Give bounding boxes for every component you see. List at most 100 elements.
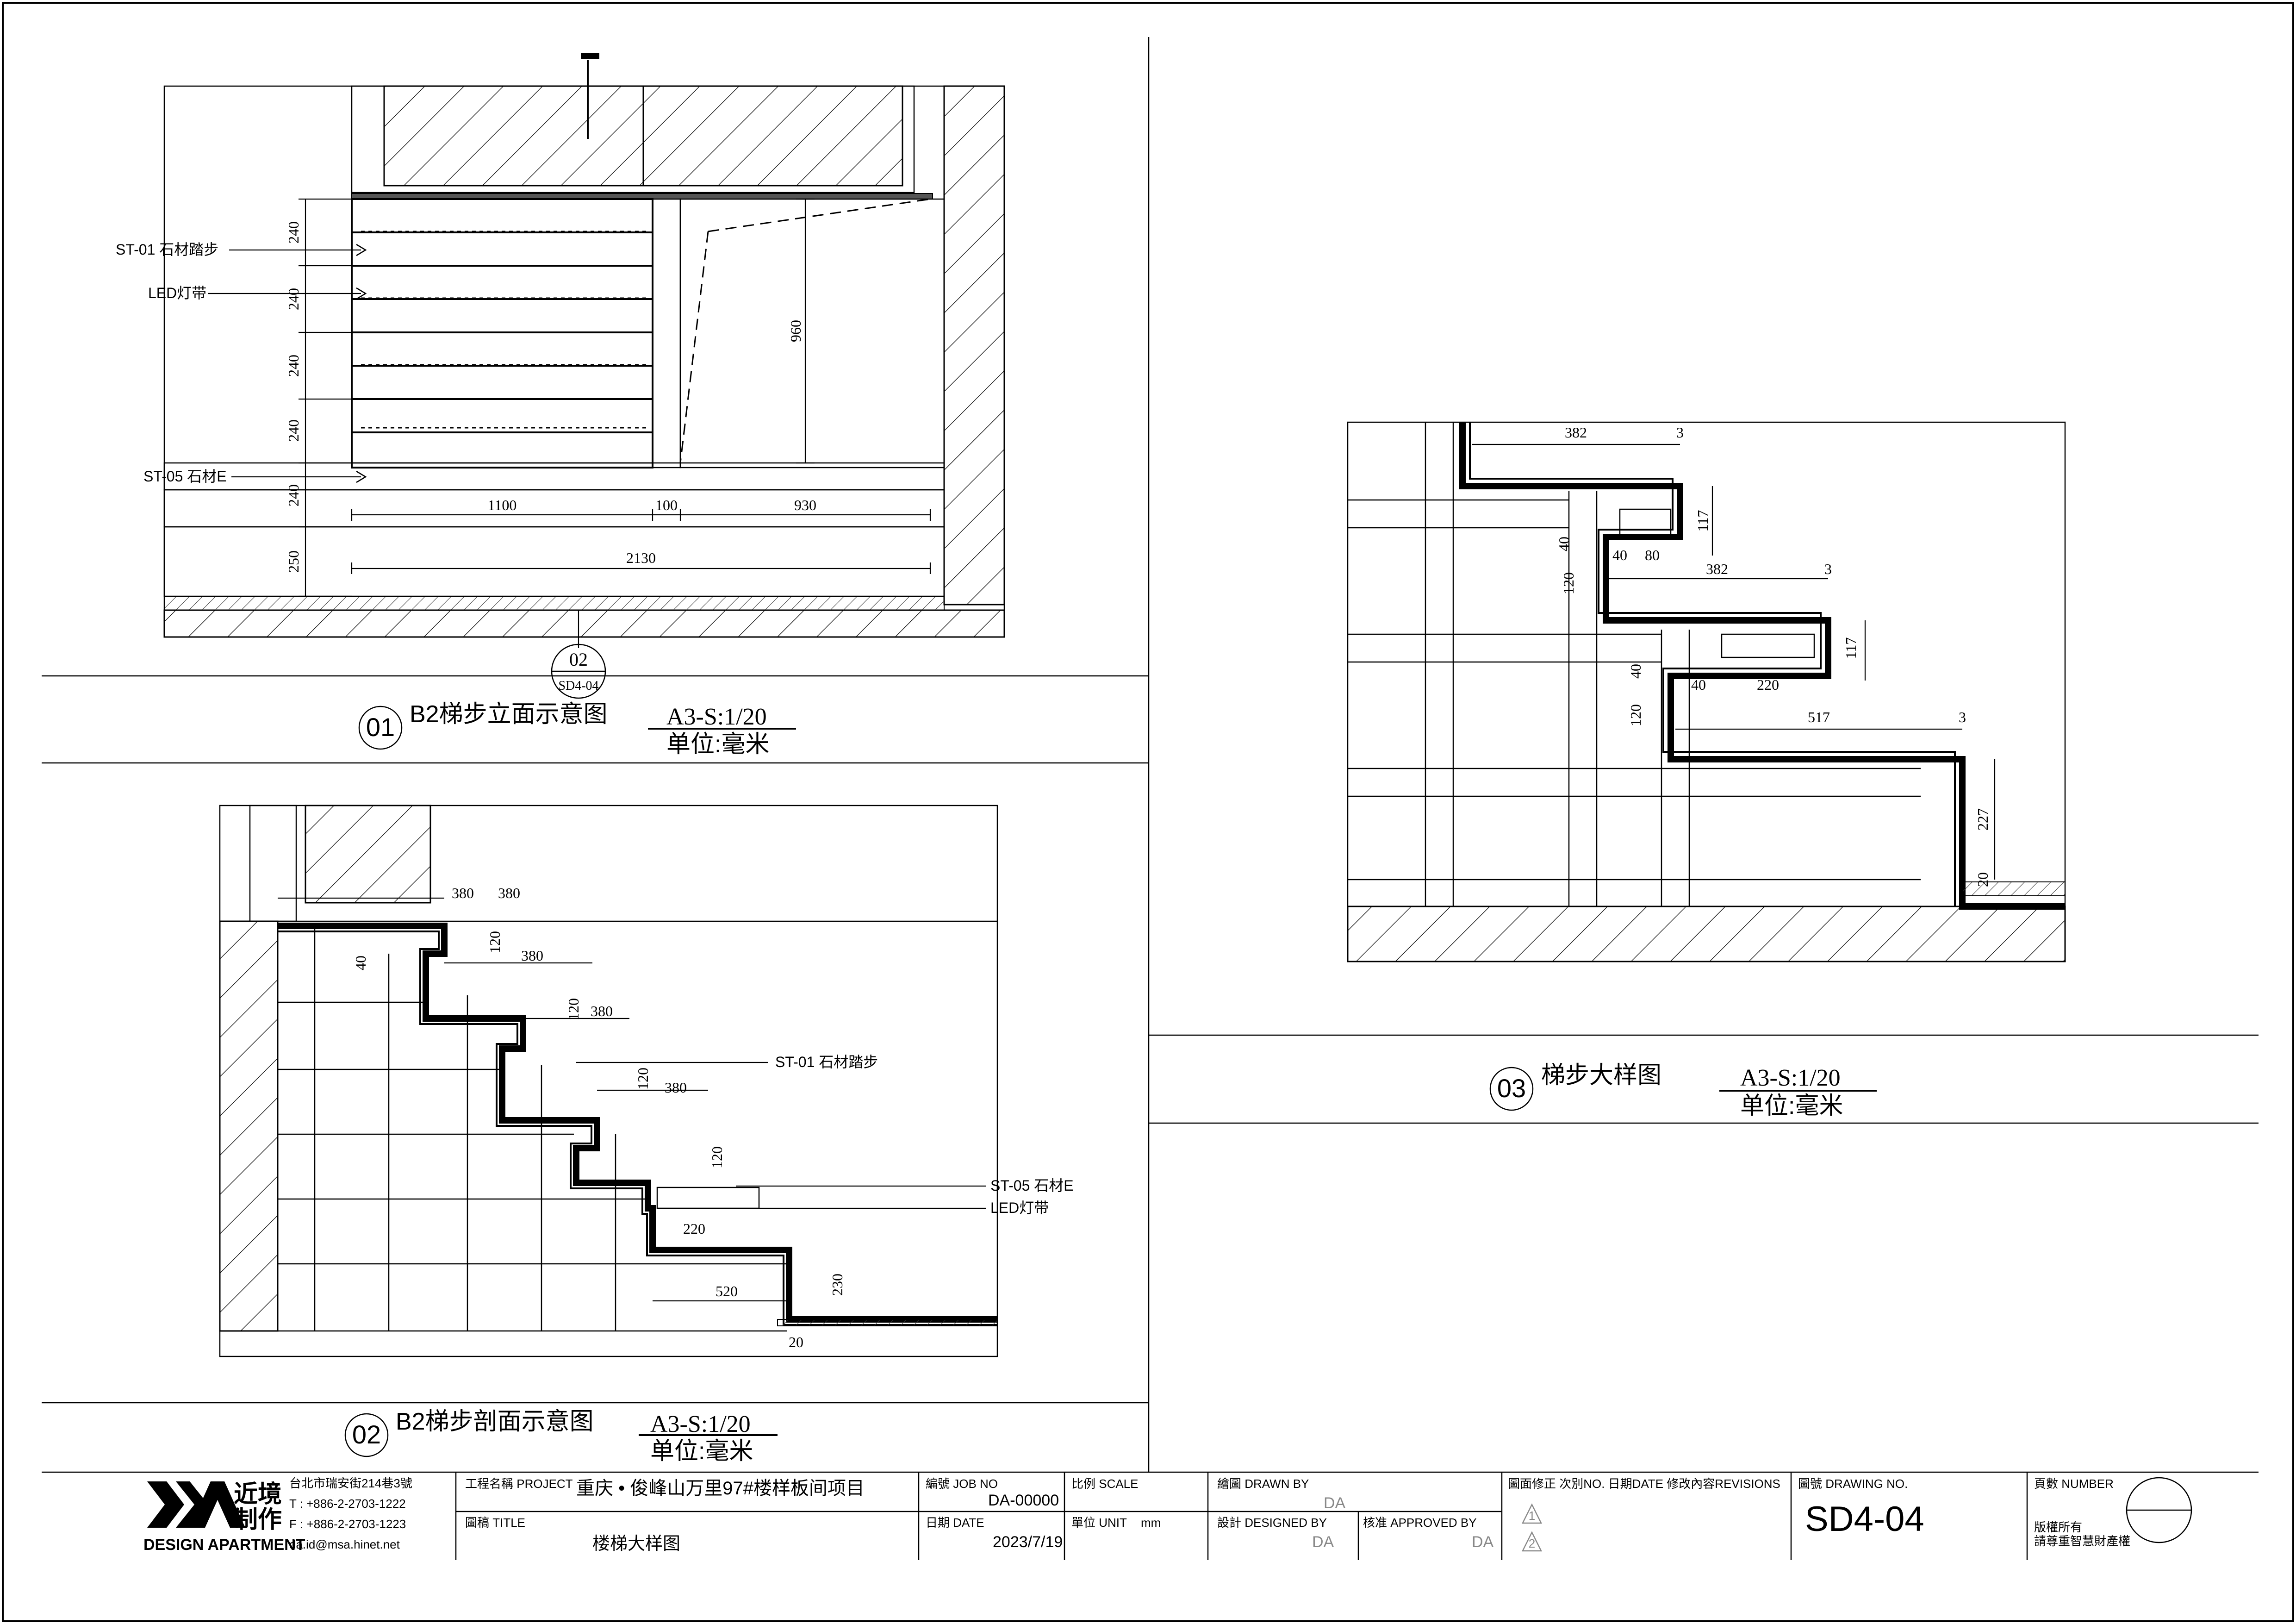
drawing-no-label: 圖號 DRAWING NO. bbox=[1798, 1477, 1908, 1491]
copyright-line-2: 請尊重智慧財產權 bbox=[2034, 1534, 2130, 1548]
det-dim-40-d: 40 bbox=[1691, 676, 1706, 693]
det-dim-117-b: 117 bbox=[1842, 637, 1859, 659]
drawing-01-unit: 单位:毫米 bbox=[666, 731, 769, 758]
drawing-03-scale: A3-S:1/20 bbox=[1740, 1065, 1841, 1091]
drawing-01-scale: A3-S:1/20 bbox=[666, 704, 767, 730]
company-address: 台北市瑞安街214巷3號 bbox=[289, 1476, 412, 1490]
copyright-line-1: 版權所有 bbox=[2034, 1520, 2082, 1534]
designed-by-value: DA bbox=[1312, 1533, 1334, 1551]
company-tel: T : +886-2-2703-1222 bbox=[289, 1497, 406, 1511]
drawing-01-elevation: 240 240 240 240 240 250 960 1100 100 930… bbox=[116, 53, 1005, 758]
drawing-no-value: SD4-04 bbox=[1805, 1499, 1924, 1539]
sec-dim-380-2: 380 bbox=[521, 947, 543, 964]
det-dim-120-a: 120 bbox=[1560, 572, 1577, 594]
approved-by-label: 核准 APPROVED BY bbox=[1363, 1516, 1477, 1530]
project-label: 工程名稱 PROJECT bbox=[465, 1477, 573, 1491]
section-mark-number: 02 bbox=[569, 649, 588, 670]
logo-text-en: DESIGN APARTMENT bbox=[143, 1536, 305, 1554]
elev-dim-960: 960 bbox=[787, 320, 804, 342]
sec-callout-led: LED灯带 bbox=[990, 1199, 1049, 1216]
sec-dim-520: 520 bbox=[716, 1283, 738, 1299]
logo-text-cn-1: 近境 bbox=[234, 1481, 282, 1508]
unit-value: mm bbox=[1141, 1516, 1161, 1530]
date-label: 日期 DATE bbox=[926, 1516, 984, 1530]
det-dim-227: 227 bbox=[1974, 808, 1991, 831]
det-dim-120-b: 120 bbox=[1627, 704, 1644, 726]
drawing-03-unit: 单位:毫米 bbox=[1740, 1093, 1843, 1119]
sec-dim-380-1: 380 bbox=[452, 885, 474, 901]
sec-dim-380-4: 380 bbox=[665, 1079, 687, 1096]
page-number-label: 頁數 NUMBER bbox=[2034, 1477, 2114, 1491]
drawn-by-label: 繪圖 DRAWN BY bbox=[1217, 1477, 1309, 1491]
sec-callout-st01: ST-01 石材踏步 bbox=[775, 1054, 878, 1070]
sheet-title-value: 楼梯大样图 bbox=[592, 1534, 680, 1554]
drawing-01-number: 01 bbox=[366, 712, 395, 742]
drawing-02-section: 380 380 380 380 380 120 40 120 120 120 2… bbox=[219, 805, 1074, 1465]
approved-by-value: DA bbox=[1472, 1533, 1494, 1551]
elev-dim-240-2: 240 bbox=[285, 288, 302, 310]
drawing-03-title: 梯步大样图 bbox=[1541, 1062, 1661, 1089]
det-dim-220: 220 bbox=[1757, 676, 1779, 693]
elev-callout-led: LED灯带 bbox=[148, 285, 206, 301]
sec-dim-20: 20 bbox=[789, 1334, 803, 1350]
company-fax: F : +886-2-2703-1223 bbox=[289, 1517, 406, 1531]
det-dim-3-b: 3 bbox=[1824, 561, 1832, 577]
revision-1: 1 bbox=[1529, 1509, 1535, 1523]
job-no-value: DA-00000 bbox=[988, 1492, 1059, 1509]
drawing-02-number: 02 bbox=[352, 1420, 381, 1449]
elev-dim-100: 100 bbox=[655, 497, 678, 513]
elev-dim-1100: 1100 bbox=[488, 497, 517, 513]
det-dim-20: 20 bbox=[1974, 872, 1991, 887]
project-value: 重庆 • 俊峰山万里97#楼样板间项目 bbox=[576, 1478, 865, 1499]
sec-dim-40-a: 40 bbox=[352, 956, 369, 970]
elev-dim-240-5: 240 bbox=[285, 484, 302, 506]
scale-label: 比例 SCALE bbox=[1071, 1477, 1139, 1491]
det-dim-40-c: 40 bbox=[1627, 664, 1644, 679]
det-dim-382-b: 382 bbox=[1706, 561, 1728, 577]
det-dim-117-a: 117 bbox=[1694, 510, 1711, 532]
elev-callout-st01: ST-01 石材踏步 bbox=[116, 241, 218, 258]
det-dim-40-b: 40 bbox=[1556, 537, 1572, 551]
elev-dim-930: 930 bbox=[794, 497, 816, 513]
elev-dim-250: 250 bbox=[285, 550, 302, 573]
elev-dim-2130: 2130 bbox=[626, 550, 656, 566]
date-value: 2023/7/19 bbox=[993, 1533, 1063, 1551]
revision-2: 2 bbox=[1529, 1537, 1535, 1550]
det-dim-80: 80 bbox=[1645, 547, 1660, 563]
det-dim-3-a: 3 bbox=[1676, 424, 1684, 441]
company-logo: 近境 制作 DESIGN APARTMENT bbox=[143, 1481, 305, 1554]
section-mark-sheet: SD4-04 bbox=[558, 679, 598, 693]
det-dim-40-a: 40 bbox=[1612, 547, 1627, 563]
sec-dim-230: 230 bbox=[829, 1274, 846, 1296]
elev-callout-st05: ST-05 石材E bbox=[143, 468, 227, 485]
sec-dim-220: 220 bbox=[683, 1220, 705, 1237]
sec-dim-380-3: 380 bbox=[591, 1003, 613, 1019]
det-dim-517: 517 bbox=[1808, 709, 1830, 725]
revisions-label: 圖面修正 次別NO. 日期DATE 修改內容REVISIONS bbox=[1508, 1477, 1780, 1491]
layout-frame-lines bbox=[42, 37, 2259, 1472]
drawing-03-detail: 382 3 117 40 80 40 120 382 3 117 40 40 2… bbox=[1347, 421, 2066, 1119]
logo-text-cn-2: 制作 bbox=[234, 1506, 282, 1533]
sec-callout-st05: ST-05 石材E bbox=[990, 1177, 1074, 1194]
drawn-by-value: DA bbox=[1324, 1494, 1346, 1512]
elev-dim-240-4: 240 bbox=[285, 419, 302, 442]
elev-dim-240-1: 240 bbox=[285, 221, 302, 244]
unit-label: 單位 UNIT bbox=[1071, 1516, 1127, 1530]
det-dim-3-c: 3 bbox=[1959, 709, 1966, 725]
title-block: 近境 制作 DESIGN APARTMENT 台北市瑞安街214巷3號 T : … bbox=[42, 1471, 2259, 1560]
sec-dim-120-b: 120 bbox=[565, 998, 582, 1020]
sec-dim-120-d: 120 bbox=[709, 1146, 725, 1168]
drawing-01-title: B2梯步立面示意图 bbox=[410, 701, 608, 728]
drawing-02-unit: 单位:毫米 bbox=[650, 1438, 753, 1465]
elev-dim-240-3: 240 bbox=[285, 355, 302, 377]
drawing-02-scale: A3-S:1/20 bbox=[650, 1411, 751, 1437]
sec-dim-120-c: 120 bbox=[635, 1068, 651, 1090]
det-dim-382-a: 382 bbox=[1565, 424, 1587, 441]
sec-dim-120-a: 120 bbox=[486, 931, 503, 953]
sec-dim-380-top: 380 bbox=[498, 885, 520, 901]
company-email: da.id@msa.hinet.net bbox=[289, 1537, 400, 1551]
job-no-label: 編號 JOB NO bbox=[926, 1477, 998, 1491]
drawing-02-title: B2梯步剖面示意图 bbox=[396, 1408, 594, 1435]
